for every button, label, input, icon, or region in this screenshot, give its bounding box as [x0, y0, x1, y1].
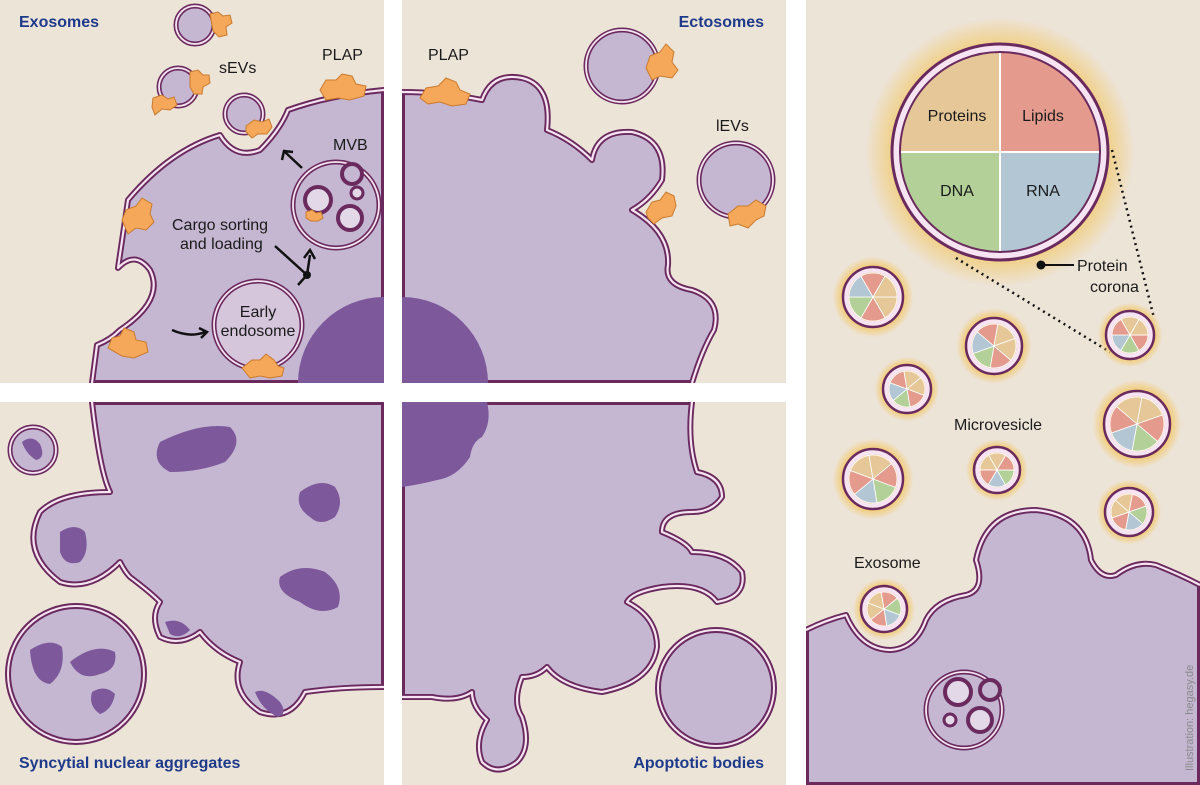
- cargo-vesicle: [1097, 302, 1163, 368]
- cargo-vesicle: [852, 577, 916, 641]
- cargo-vesicle: [1092, 379, 1182, 469]
- small-vesicles: [832, 256, 1182, 641]
- sevs-label: sEVs: [219, 60, 256, 77]
- apoptotic-body: [655, 627, 777, 749]
- cargo-vesicle: [965, 438, 1029, 502]
- apoptotic-illustration: [402, 402, 777, 773]
- large-vesicle: [5, 603, 147, 745]
- microvesicle-label: Microvesicle: [954, 417, 1042, 434]
- plap-protein: [645, 191, 677, 225]
- nuclei: [60, 426, 340, 717]
- plap-label: PLAP: [428, 47, 469, 64]
- panel-title-ectosomes: Ectosomes: [678, 14, 764, 31]
- plap-protein: [121, 197, 155, 235]
- early-endosome: [211, 278, 305, 379]
- mvb-body: [923, 669, 1005, 751]
- plap-protein: [419, 77, 471, 107]
- plap-protein: [151, 94, 178, 116]
- cargo-vesicle: [874, 356, 940, 422]
- endosome-label-line2: endosome: [221, 323, 296, 340]
- exosomes-cell: [89, 87, 384, 383]
- exosomes-illustration: sEVs PLAP MVB Cargo sorting and loading …: [89, 3, 384, 383]
- sev-vesicle-left: [151, 65, 211, 116]
- plap-label: PLAP: [322, 47, 363, 64]
- corona-label-line2: corona: [1090, 279, 1139, 296]
- arrow-node: [303, 271, 311, 279]
- quadrant-lipids: Lipids: [1022, 108, 1064, 125]
- panel-ectosomes: PLAP lEVs Ectosomes: [402, 0, 786, 383]
- quadrant-proteins: Proteins: [928, 108, 987, 125]
- cargo-illustration: Proteins Lipids DNA RNA Protein corona: [806, 17, 1200, 785]
- cargo-vesicle: [832, 256, 914, 338]
- levs-label: lEVs: [716, 118, 749, 135]
- cargo-vesicle: [956, 308, 1032, 384]
- panel-title-apoptotic: Apoptotic bodies: [633, 755, 764, 772]
- cell-body: [806, 507, 1200, 785]
- cargo-label-line2: and loading: [180, 236, 263, 253]
- illustration-credit: Illustration: hegasy.de: [1184, 664, 1196, 771]
- nucleus: [402, 297, 488, 383]
- corona-pointer-dot: [1036, 260, 1046, 270]
- nucleus-fragment: [402, 402, 489, 487]
- levs-vesicle-top: [583, 27, 679, 105]
- nucleus: [298, 297, 384, 383]
- zoom-lines: [955, 149, 1156, 354]
- panel-apoptotic: Apoptotic bodies: [402, 402, 786, 785]
- corona-label-line1: Protein: [1077, 258, 1128, 275]
- plap-protein: [107, 327, 149, 359]
- small-vesicle: [7, 424, 59, 476]
- panel-exosomes: sEVs PLAP MVB Cargo sorting and loading …: [0, 0, 384, 383]
- panel-title-syncytial: Syncytial nuclear aggregates: [19, 755, 241, 772]
- endosome-label-line1: Early: [240, 304, 276, 321]
- plap-protein: [645, 43, 679, 81]
- panel-title-exosomes: Exosomes: [19, 14, 100, 31]
- sev-vesicle-budding: [222, 92, 273, 139]
- plap-protein: [727, 199, 767, 229]
- syncytial-illustration: [5, 402, 384, 745]
- magnified-vesicle: Proteins Lipids DNA RNA: [865, 17, 1135, 287]
- quadrant-rna: RNA: [1026, 183, 1060, 200]
- cargo-vesicle: [832, 438, 914, 520]
- mvb-label: MVB: [333, 137, 368, 154]
- mvb-body: [290, 159, 382, 251]
- panel-vesicle-cargo: Proteins Lipids DNA RNA Protein corona: [806, 0, 1200, 785]
- plap-protein: [209, 11, 233, 38]
- exosome-label: Exosome: [854, 555, 921, 572]
- cargo-label-line1: Cargo sorting: [172, 217, 268, 234]
- quadrant-dna: DNA: [940, 183, 974, 200]
- plap-protein: [241, 353, 285, 379]
- levs-vesicle-right: [696, 140, 776, 229]
- cargo-vesicle: [1096, 479, 1162, 545]
- plap-protein: [319, 73, 367, 101]
- ectosomes-illustration: PLAP lEVs: [402, 27, 776, 383]
- plap-protein: [189, 69, 211, 95]
- panel-syncytial: Syncytial nuclear aggregates: [0, 402, 384, 785]
- plap-protein: [245, 118, 273, 139]
- sev-vesicle-top: [173, 3, 233, 47]
